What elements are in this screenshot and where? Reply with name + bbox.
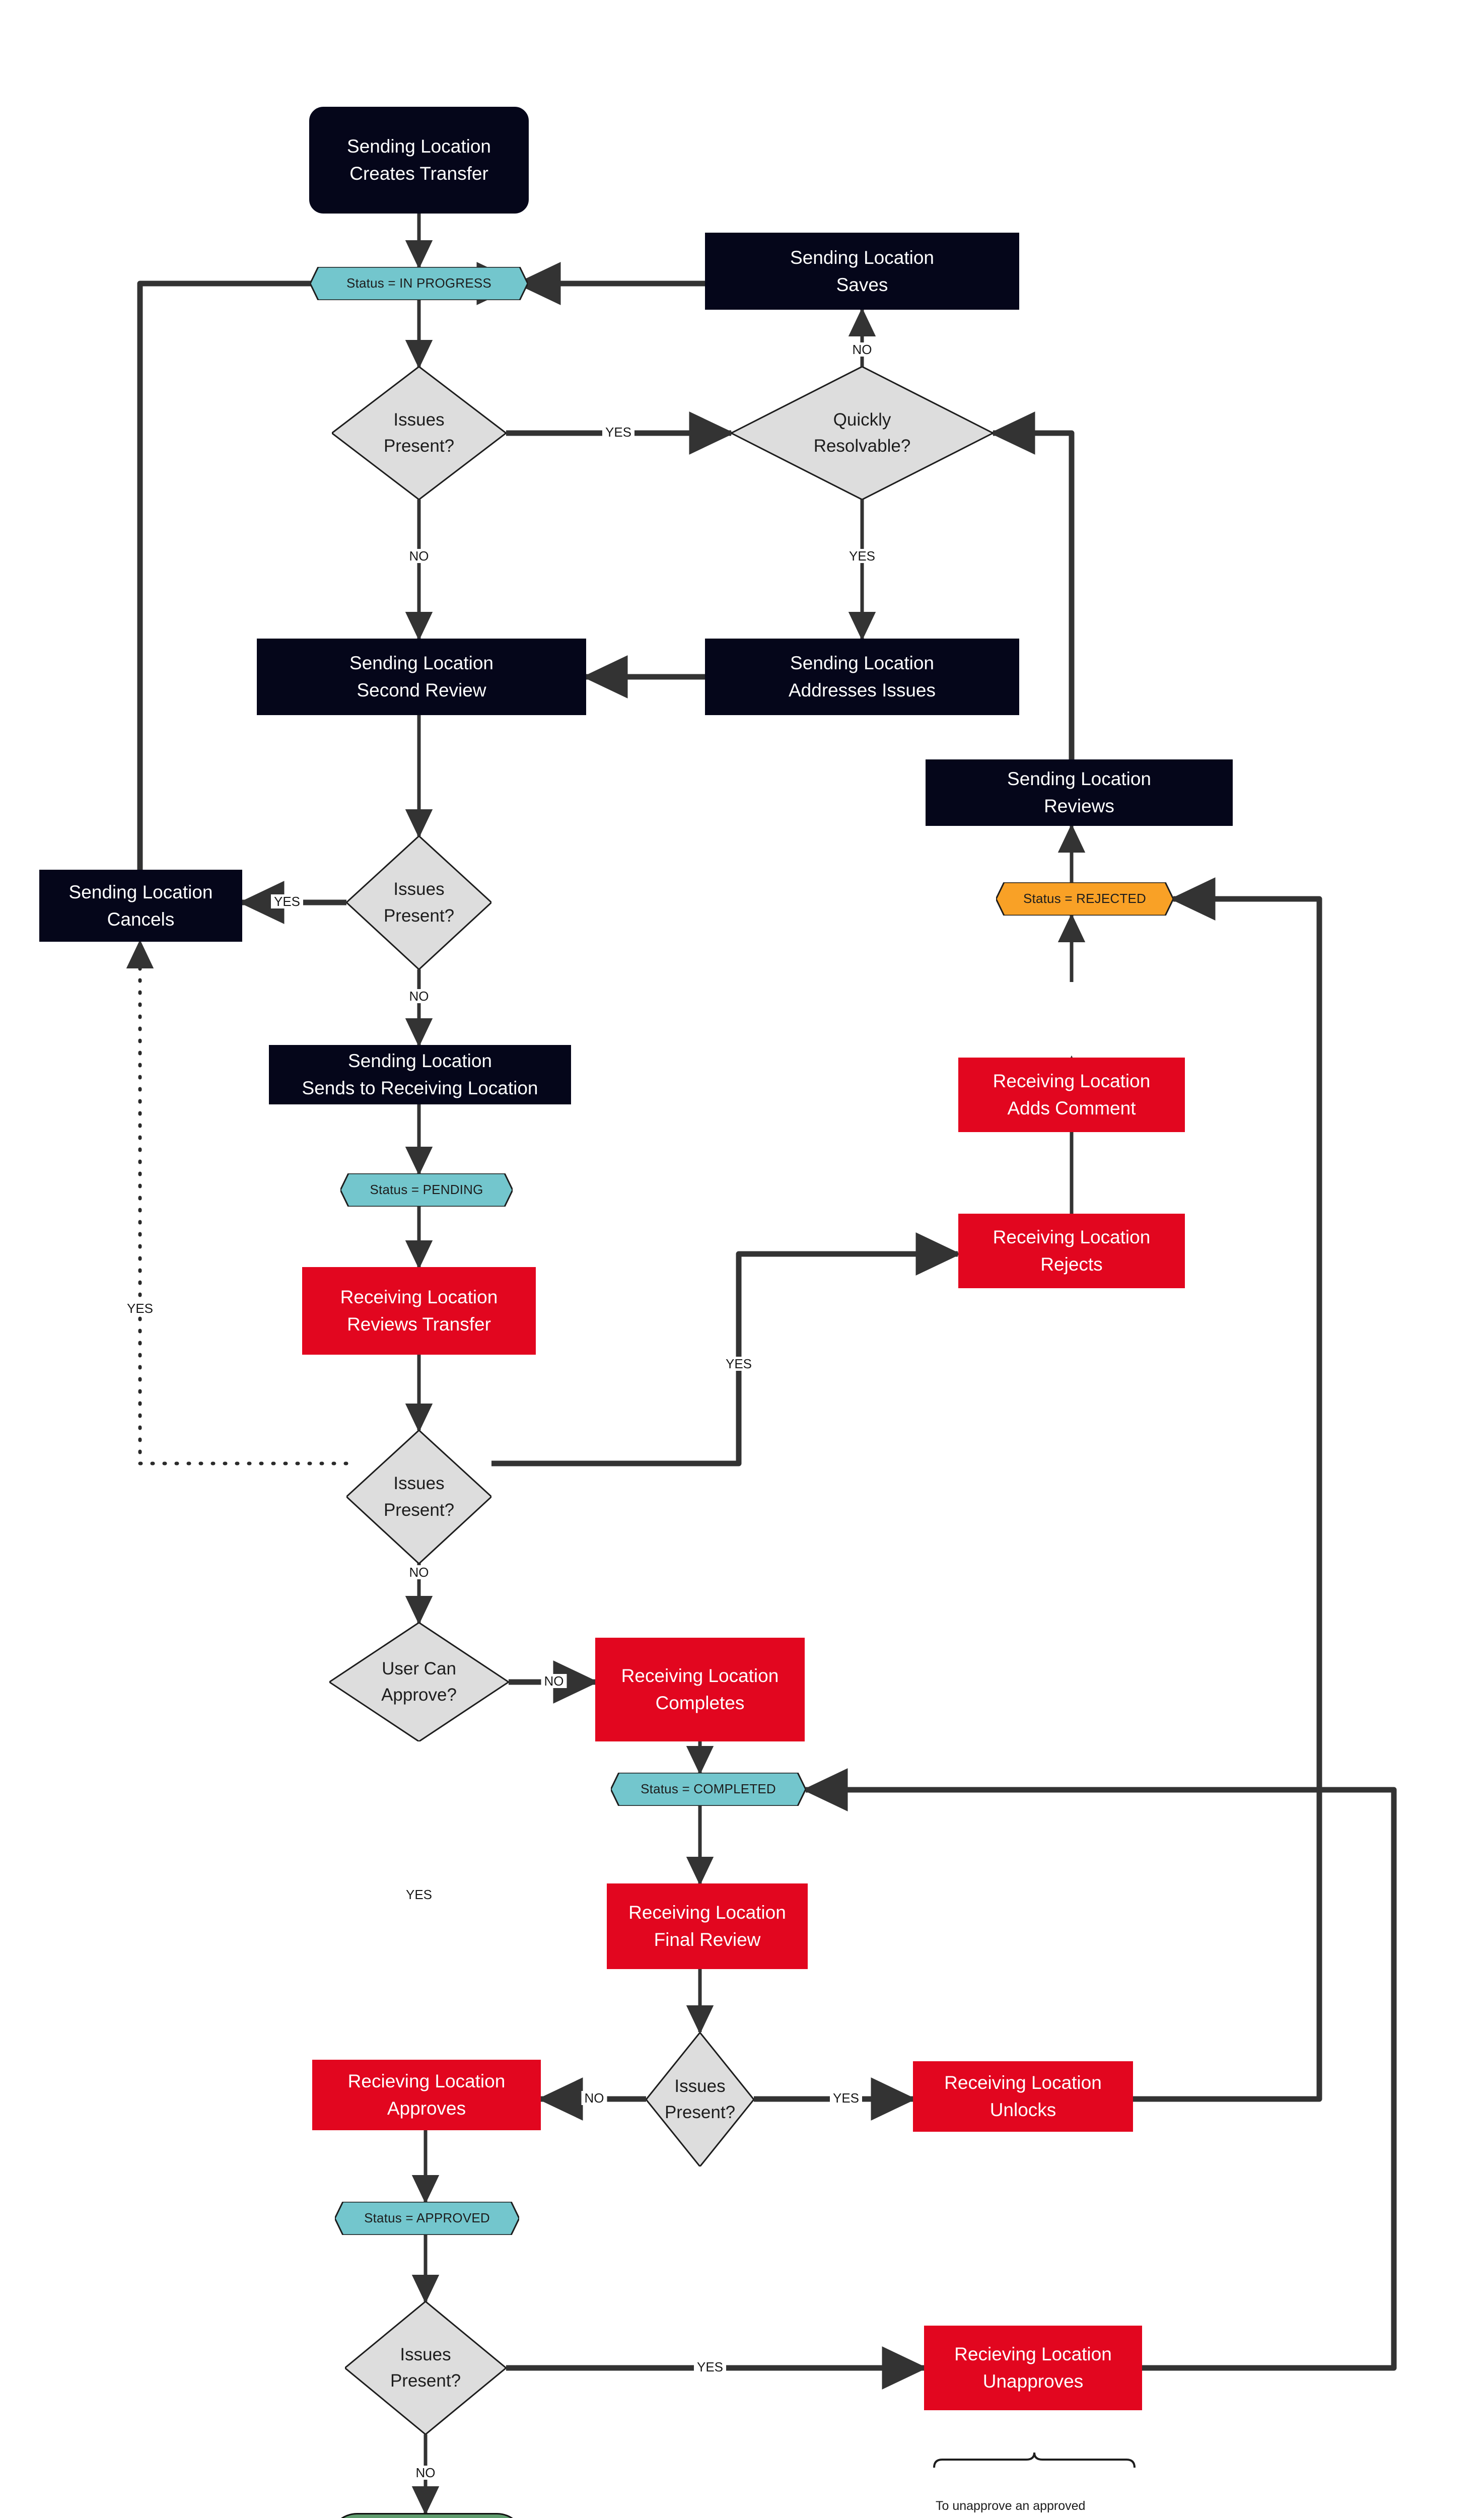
status-chip-label: Status = REJECTED: [1023, 891, 1146, 906]
node-label: Sending Location Addresses Issues: [788, 653, 936, 701]
annotation-unapprove-note: To unapprove an approved Transfer, the U…: [936, 2477, 1152, 2518]
status-chip-label: Status = PENDING: [370, 1182, 483, 1198]
node-receiving-adds-comment[interactable]: Receiving Location Adds Comment: [958, 1058, 1185, 1132]
decision-label: User Can Approve?: [381, 1658, 457, 1705]
node-label: Sending Location Second Review: [349, 653, 493, 701]
edge-label-approve-no: NO: [541, 1674, 567, 1688]
diamond-shape: [329, 1623, 509, 1741]
decision-issues-present-5[interactable]: Issues Present?: [345, 2301, 506, 2434]
decision-issues-present-2[interactable]: Issues Present?: [346, 836, 491, 969]
note-line-1: To unapprove an approved: [936, 2498, 1086, 2513]
edge-label-quick-no: NO: [849, 342, 875, 357]
edge-label-quick-yes: YES: [845, 549, 879, 563]
node-receiving-rejects[interactable]: Receiving Location Rejects: [958, 1214, 1185, 1288]
node-receiving-reviews-transfer[interactable]: Receiving Location Reviews Transfer: [302, 1267, 536, 1355]
status-chip-rejected[interactable]: Status = REJECTED: [996, 882, 1173, 916]
edge-label-issues3-no: NO: [406, 1565, 432, 1579]
status-chip-label: Status = APPROVED: [364, 2210, 490, 2226]
node-label: Receiving Location Unlocks: [944, 2072, 1102, 2120]
node-sending-cancels[interactable]: Sending Location Cancels: [39, 870, 242, 942]
decision-issues-present-1[interactable]: Issues Present?: [332, 367, 506, 500]
decision-user-can-approve[interactable]: User Can Approve?: [329, 1623, 509, 1741]
node-sending-reviews[interactable]: Sending Location Reviews: [926, 759, 1233, 826]
decision-issues-present-4[interactable]: Issues Present?: [646, 2033, 754, 2166]
diamond-shape: [345, 2301, 506, 2434]
node-label: Sending Location Creates Transfer: [347, 136, 491, 184]
status-chip-in-progress[interactable]: Status = IN PROGRESS: [310, 267, 528, 300]
status-chip-label: Status = IN PROGRESS: [346, 275, 491, 291]
node-receiving-completes[interactable]: Receiving Location Completes: [595, 1638, 805, 1741]
node-label: Receiving Location Reviews Transfer: [340, 1287, 498, 1335]
node-receiving-unlocks[interactable]: Receiving Location Unlocks: [913, 2061, 1133, 2132]
node-label: Sending Location Saves: [790, 247, 934, 295]
node-sending-sends-to-receiving[interactable]: Sending Location Sends to Receiving Loca…: [269, 1045, 571, 1104]
node-label: Receiving Location Adds Comment: [993, 1071, 1151, 1118]
diamond-shape: [646, 2033, 754, 2166]
node-sending-saves[interactable]: Sending Location Saves: [705, 233, 1019, 310]
decision-label: Issues Present?: [383, 409, 455, 456]
edge-label-issues3-yes: YES: [722, 1357, 755, 1371]
node-label: Receiving Location Final Review: [628, 1902, 786, 1950]
decision-quickly-resolvable[interactable]: Quickly Resolvable?: [731, 367, 993, 500]
node-receiving-approves[interactable]: Recieving Location Approves: [312, 2060, 541, 2130]
edge-label-approve-yes: YES: [402, 1887, 436, 1902]
decision-issues-present-3[interactable]: Issues Present?: [346, 1430, 491, 1564]
node-label: Recieving Location Approves: [347, 2071, 506, 2119]
edge-label-issues5-yes: YES: [693, 2360, 727, 2374]
edge-label-issues2-yes: YES: [270, 894, 304, 908]
chip-shape: [335, 2202, 519, 2235]
node-label: Recieving Location Unapproves: [954, 2344, 1112, 2392]
edge-label-issues2-no: NO: [406, 989, 432, 1003]
decision-label: Issues Present?: [664, 2076, 736, 2123]
decision-label: Issues Present?: [383, 879, 455, 926]
edge-label-cancel-yes: YES: [123, 1301, 157, 1315]
chip-shape: [611, 1773, 806, 1806]
diamond-shape: [332, 367, 506, 500]
chip-shape: [340, 1173, 513, 1207]
node-sending-addresses-issues[interactable]: Sending Location Addresses Issues: [705, 639, 1019, 715]
node-label: Receiving Location Rejects: [993, 1227, 1151, 1275]
node-receiving-final-review[interactable]: Receiving Location Final Review: [607, 1883, 808, 1969]
status-chip-completed[interactable]: Status = COMPLETED: [611, 1773, 806, 1806]
status-chip-label: Status = COMPLETED: [641, 1781, 776, 1797]
edge-label-issues5-no: NO: [412, 2466, 439, 2480]
node-label: Sending Location Sends to Receiving Loca…: [302, 1051, 538, 1098]
status-chip-approved[interactable]: Status = APPROVED: [335, 2202, 519, 2235]
edge-label-issues4-no: NO: [581, 2091, 607, 2105]
node-sending-second-review[interactable]: Sending Location Second Review: [257, 639, 586, 715]
status-chip-pending[interactable]: Status = PENDING: [340, 1173, 513, 1207]
chip-shape: [310, 267, 528, 300]
edge-label-issues1-yes: YES: [602, 425, 635, 439]
node-sending-creates-transfer[interactable]: Sending Location Creates Transfer: [309, 107, 529, 214]
decision-label: Quickly Resolvable?: [813, 409, 911, 456]
edge-label-issues4-yes: YES: [829, 2091, 863, 2105]
node-receiving-unapproves[interactable]: Recieving Location Unapproves: [924, 2326, 1142, 2410]
diamond-shape: [346, 1430, 491, 1564]
decision-label: Issues Present?: [390, 2344, 461, 2391]
node-label: Sending Location Reviews: [1007, 768, 1151, 816]
diamond-shape: [731, 367, 993, 500]
edge-label-issues1-no: NO: [406, 549, 432, 563]
diamond-shape: [346, 836, 491, 969]
node-label: Sending Location Cancels: [68, 881, 213, 930]
chip-shape: [996, 882, 1173, 916]
node-transfer-complete[interactable]: Transfer Complete: [329, 2513, 525, 2518]
decision-label: Issues Present?: [383, 1474, 455, 1520]
node-label: Receiving Location Completes: [621, 1665, 779, 1713]
